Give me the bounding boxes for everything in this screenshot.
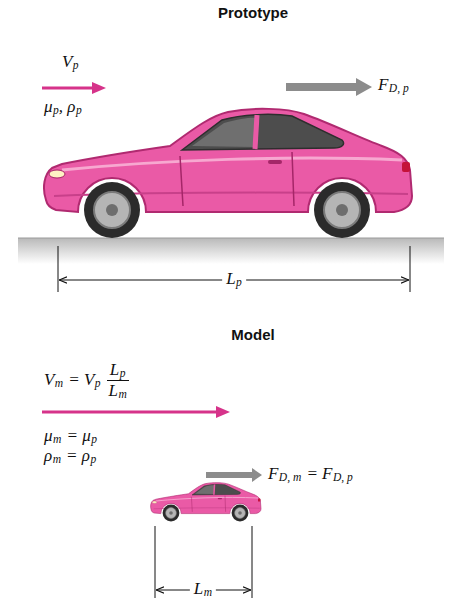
subscript: m <box>118 388 126 401</box>
formula-run: Vm = Vp <box>44 370 101 390</box>
label-text: = ρ <box>66 446 90 466</box>
label-text: = F <box>306 464 332 484</box>
fraction: LpLm <box>107 360 129 400</box>
velocity-arrow <box>42 87 94 90</box>
formula-run: Vp <box>62 52 79 72</box>
label-text: μ <box>44 426 53 446</box>
velocity-arrow <box>42 411 218 414</box>
label-text: F <box>378 75 388 95</box>
subscript: p <box>95 377 101 390</box>
section-title: Model <box>231 326 274 343</box>
formula-label: Vm= VpLpLm <box>44 360 129 400</box>
velocity-arrowhead <box>92 82 106 94</box>
numerator: Lp <box>108 360 128 380</box>
formula-label: FD, m = FD, p <box>268 464 353 484</box>
formula-run: μp, ρp <box>44 97 82 117</box>
ground-line <box>18 238 444 239</box>
subscript: p <box>73 59 79 72</box>
subscript: m <box>204 586 212 599</box>
subscript: m <box>53 433 61 446</box>
subscript: D, m <box>279 471 301 484</box>
formula-run: ρm = ρp <box>44 446 96 466</box>
label-text: V <box>62 52 72 72</box>
subscript: p <box>120 367 126 380</box>
subscript: p <box>53 104 59 117</box>
subscript: m <box>55 377 63 390</box>
subscript: m <box>53 453 61 466</box>
formula-label: μm = μp <box>44 426 97 446</box>
subscript: D, p <box>333 471 353 484</box>
formula-label: μp, ρp <box>44 97 82 117</box>
label-text: = V <box>68 370 94 390</box>
formula-run: Prototype <box>218 4 288 21</box>
drag-force-arrow <box>206 468 262 482</box>
label-text: = μ <box>66 426 90 446</box>
extension-line <box>58 246 59 292</box>
subscript: D, p <box>389 82 409 95</box>
velocity-arrowhead <box>216 406 230 418</box>
extension-line <box>252 526 253 598</box>
extension-line <box>410 246 411 292</box>
extension-line <box>155 526 156 598</box>
formula-run: FD, m = FD, p <box>268 464 353 484</box>
subscript: p <box>236 276 242 289</box>
label-text: Prototype <box>218 4 288 21</box>
formula-run: Lm <box>194 579 212 599</box>
formula-run: FD, p <box>378 75 409 95</box>
formula-label: ρm = ρp <box>44 446 96 466</box>
formula-label: Lm <box>190 579 216 599</box>
formula-run: Model <box>231 326 274 343</box>
label-text: L <box>226 269 235 289</box>
formula-label: Vp <box>62 52 79 72</box>
formula-label: Lp <box>222 269 246 289</box>
drag-force-arrow <box>286 78 372 96</box>
subscript: p <box>91 433 97 446</box>
formula-run: Lp <box>226 269 242 289</box>
formula-label: FD, p <box>378 75 409 95</box>
prototype-car <box>44 109 412 238</box>
label-text: μ <box>44 97 53 117</box>
label-text: L <box>109 381 118 401</box>
ground <box>18 238 444 264</box>
label-text: Model <box>231 326 274 343</box>
denominator: Lm <box>107 380 129 401</box>
subscript: p <box>90 453 96 466</box>
model-car <box>151 483 261 522</box>
label-text: F <box>268 464 278 484</box>
section-title: Prototype <box>218 4 288 21</box>
subscript: p <box>76 104 82 117</box>
label-text: , ρ <box>59 97 76 117</box>
label-text: V <box>44 370 54 390</box>
label-text: L <box>194 579 203 599</box>
formula-run: μm = μp <box>44 426 97 446</box>
label-text: ρ <box>44 446 52 466</box>
label-text: L <box>110 360 119 380</box>
